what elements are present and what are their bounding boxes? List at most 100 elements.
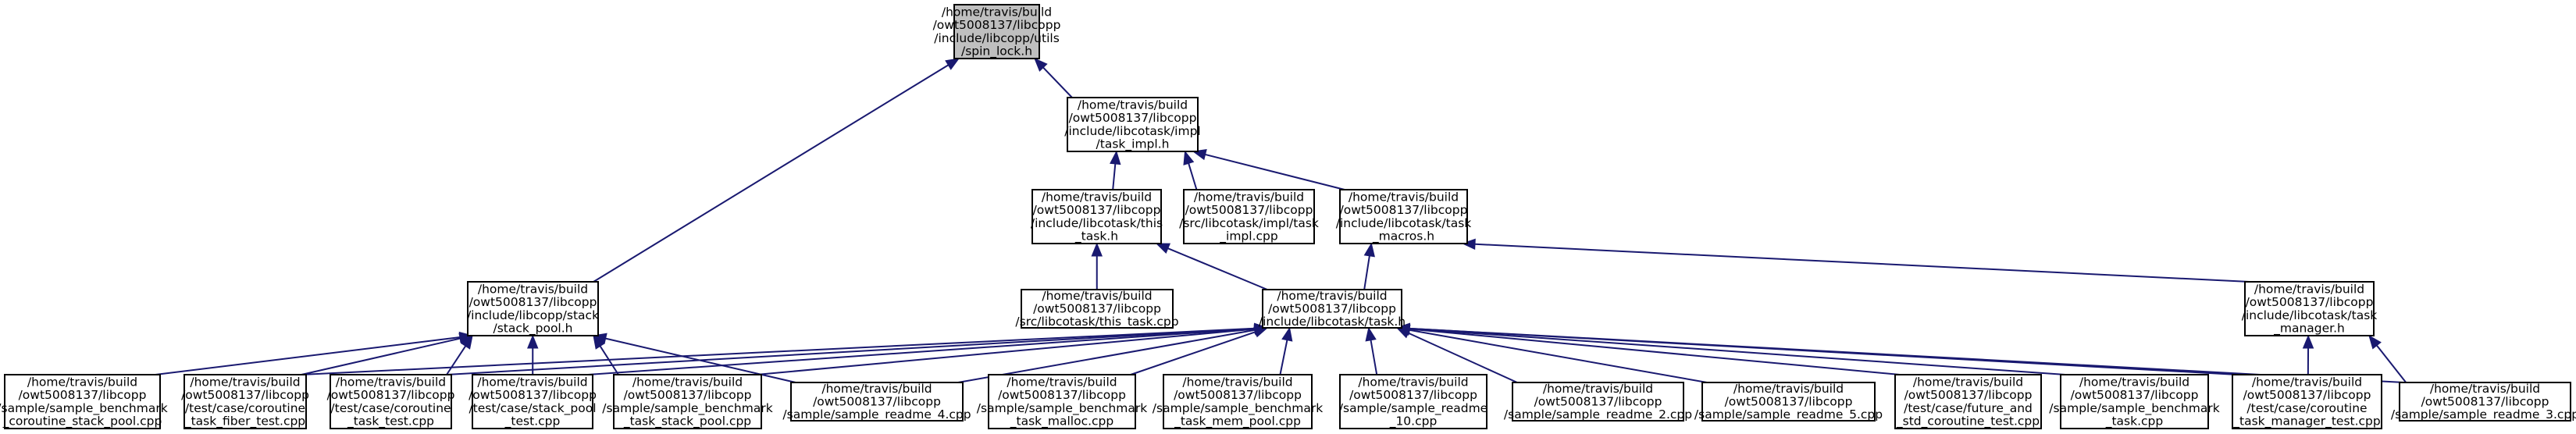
edge-bench_task_malloc-to-task_h (1130, 331, 1256, 375)
node-task_macros_h[interactable]: /home/travis/build/owt5008137/libcopp/in… (1336, 189, 1472, 244)
node-box (1339, 374, 1488, 429)
node-label-line: /sample/sample_benchmark (977, 401, 1147, 416)
node-box (2399, 382, 2571, 422)
node-task_manager_h[interactable]: /home/travis/build/owt5008137/libcopp/in… (2242, 281, 2378, 336)
node-this_task_cpp[interactable]: /home/travis/build/owt5008137/libcopp/sr… (1015, 289, 1178, 329)
node-sample_readme_10[interactable]: /home/travis/build/owt5008137/libcopp/sa… (1339, 374, 1488, 429)
node-box (4, 374, 161, 429)
node-this_task_h[interactable]: /home/travis/build/owt5008137/libcopp/in… (1031, 189, 1163, 244)
node-label-line: /home/travis/build (336, 375, 446, 390)
node-label-line: /home/travis/build (2430, 382, 2540, 396)
node-bench_coroutine_stack_pool[interactable]: /home/travis/build/owt5008137/libcopp/sa… (0, 374, 168, 429)
node-label-line: _10.cpp (1389, 414, 1438, 429)
node-label-line: /home/travis/build (1358, 375, 1468, 390)
node-bench_task_stack_pool[interactable]: /home/travis/build/owt5008137/libcopp/sa… (602, 374, 773, 429)
node-sample_readme_3[interactable]: /home/travis/build/owt5008137/libcopp/sa… (2391, 382, 2576, 422)
node-stack_pool_h[interactable]: /home/travis/build/owt5008137/libcopp/in… (467, 281, 599, 336)
node-box (2244, 281, 2375, 336)
node-future_std_coroutine_test[interactable]: /home/travis/build/owt5008137/libcopp/te… (1894, 374, 2042, 429)
node-label-line: /home/travis/build (632, 375, 743, 390)
node-coroutine_task_manager_test[interactable]: /home/travis/build/owt5008137/libcopp/te… (2232, 374, 2382, 429)
node-label-line: /home/travis/build (1042, 289, 1152, 303)
node-box (1894, 374, 2042, 429)
node-label-line: /include/libcotask/task (1336, 216, 1472, 230)
node-label-line: _impl.cpp (1219, 229, 1277, 244)
node-bench_task_malloc[interactable]: /home/travis/build/owt5008137/libcopp/sa… (977, 374, 1147, 429)
node-label-line: /sample/sample_readme_5.cpp (1694, 407, 1883, 422)
node-label-line: _task_stack_pool.cpp (623, 414, 751, 429)
node-label-line: /stack_pool.h (493, 321, 573, 336)
node-box (1262, 289, 1402, 329)
arrowhead-this_task_h-to-task_impl_h (1110, 150, 1121, 165)
edge-sample_readme_3-to-task_manager_h (2376, 344, 2407, 383)
edges-layer (155, 58, 2407, 383)
node-box (2060, 374, 2209, 429)
node-label-line: /owt5008137/libcopp (998, 388, 1126, 402)
edge-this_task_h-to-task_impl_h (1112, 163, 1117, 190)
node-label-line: /sample/sample_benchmark (0, 401, 168, 416)
node-label-line: /home/travis/build (1182, 375, 1292, 390)
edge-coroutine_task_fiber_test-to-stack_pool_h (301, 337, 461, 375)
node-label-line: _test.cpp (504, 414, 561, 429)
node-label-line: /owt5008137/libcopp (1725, 395, 1853, 409)
node-box (467, 281, 599, 336)
node-label-line: /test/case/coroutine (2246, 401, 2367, 415)
node-coroutine_task_test[interactable]: /home/travis/build/owt5008137/libcopp/te… (327, 374, 455, 429)
node-label-line: /owt5008137/libcopp (1174, 388, 1302, 402)
node-box (1512, 382, 1684, 422)
node-sample_readme_4[interactable]: /home/travis/build/owt5008137/libcopp/sa… (782, 382, 971, 422)
node-task_impl_cpp[interactable]: /home/travis/build/owt5008137/libcopp/sr… (1179, 189, 1319, 244)
arrowhead-task_manager_h-to-task_macros_h (1461, 238, 1476, 251)
node-task_impl_h[interactable]: /home/travis/build/owt5008137/libcopp/in… (1064, 97, 1201, 152)
node-label-line: /home/travis/build (1194, 190, 1304, 205)
arrowhead-this_task_cpp-to-this_task_h (1091, 242, 1103, 257)
node-label-line: _std_coroutine_test.cpp (1896, 414, 2040, 429)
edge-sample_readme_5-to-task_h (1409, 329, 1708, 383)
node-box (1031, 189, 1162, 244)
edge-bench_task_mem_pool-to-task_h (1279, 340, 1288, 375)
arrowhead-bench_task_malloc-to-task_h (1253, 326, 1269, 338)
node-box (472, 374, 593, 429)
node-box (1339, 189, 1468, 244)
node-box (2232, 374, 2382, 429)
node-label-line: /owt5008137/libcopp (1349, 388, 1477, 402)
node-bench_task[interactable]: /home/travis/build/owt5008137/libcopp/sa… (2049, 374, 2220, 429)
arrowhead-task_h-to-this_task_h (1155, 243, 1171, 254)
node-label-line: /include/libcotask/task (2242, 308, 2378, 322)
node-coroutine_task_fiber_test[interactable]: /home/travis/build/owt5008137/libcopp/te… (181, 374, 309, 429)
edge-sample_readme_2-to-task_h (1408, 332, 1518, 383)
edge-sample_readme_3-to-task_h (1409, 327, 2405, 383)
node-label-line: /home/travis/build (1042, 190, 1152, 205)
edge-coroutine_task_fiber_test-to-task_h (301, 327, 1256, 375)
node-box (1163, 374, 1313, 429)
node-sample_readme_2[interactable]: /home/travis/build/owt5008137/libcopp/sa… (1504, 382, 1692, 422)
node-task_h[interactable]: /home/travis/build/owt5008137/libcopp/in… (1259, 289, 1406, 329)
node-label-line: /owt5008137/libcopp (181, 388, 309, 402)
node-stack_pool_test[interactable]: /home/travis/build/owt5008137/libcopp/te… (469, 374, 597, 429)
node-label-line: /sample/sample_readme_3.cpp (2391, 407, 2576, 422)
edge-sample_readme_4-to-task_h (957, 329, 1256, 383)
node-label-line: /test/case/future_and (1904, 401, 2033, 416)
node-label-line: _task_fiber_test.cpp (184, 414, 305, 429)
edge-future_std_coroutine_test-to-task_h (1409, 328, 1901, 375)
node-label-line: /owt5008137/libcopp (813, 395, 941, 409)
node-label-line: /home/travis/build (1733, 382, 1844, 396)
arrowhead-task_impl_h-to-spin_lock (1034, 58, 1048, 72)
edge-stack_pool_test-to-task_h (587, 328, 1256, 375)
edge-task_macros_h-to-task_impl_h (1205, 153, 1345, 190)
node-label-line: /sample/sample_readme (1339, 401, 1488, 416)
node-label-line: /home/travis/build (1543, 382, 1653, 396)
edge-sample_readme_10-to-task_h (1370, 340, 1378, 375)
node-label-line: /home/travis/build (1078, 98, 1188, 112)
arrowhead-stack_pool_test-to-stack_pool_h (527, 334, 539, 349)
arrowhead-sample_readme_3-to-task_manager_h (2368, 334, 2382, 350)
node-label-line: /owt5008137/libcopp (1340, 203, 1468, 217)
node-label-line: /task_impl.h (1096, 137, 1170, 151)
node-sample_readme_5[interactable]: /home/travis/build/owt5008137/libcopp/sa… (1694, 382, 1883, 422)
edge-task_impl_cpp-to-task_impl_h (1188, 163, 1198, 190)
node-label-line: _task_mem_pool.cpp (1174, 414, 1301, 429)
node-spin_lock: /home/travis/build/owt5008137/libcopp/in… (933, 4, 1060, 59)
node-bench_task_mem_pool[interactable]: /home/travis/build/owt5008137/libcopp/sa… (1153, 374, 1323, 429)
node-label-line: /owt5008137/libcopp (1268, 302, 1396, 316)
node-label-line: _task_manager_test.cpp (2232, 414, 2380, 429)
